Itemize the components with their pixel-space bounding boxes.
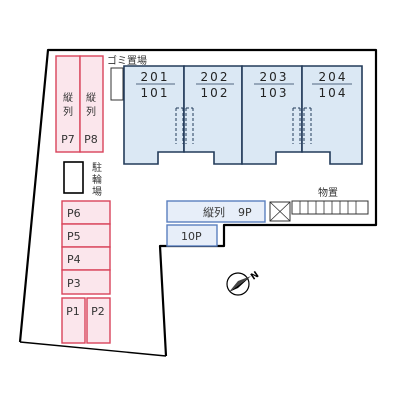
unit-1-upper: 201 [141,70,170,84]
compass-needle-tail [229,276,251,292]
parking-space-p6[interactable]: P6 [61,200,111,225]
unit-4-upper: 204 [319,70,348,84]
trash-area-label: ゴミ置場 [107,54,147,67]
parking-p7-tate1: 縦 [63,91,73,104]
unit-204-104[interactable]: 204 104 [301,65,363,165]
bike-parking: 駐 輪 場 [63,161,102,198]
unit-3-lower: 103 [260,86,289,100]
compass-icon: N [226,270,261,296]
parking-p8-rect [79,55,104,153]
storage-label: 物置 [318,186,338,199]
parking-p2-label: P2 [91,305,105,318]
unit-2-stair [185,107,194,144]
unit-203-103[interactable]: 203 103 [241,65,303,165]
parking-p7-label: P7 [61,133,75,146]
parking-space-p1[interactable]: P1 [61,297,86,344]
unit-201-101[interactable]: 201 101 [123,65,185,165]
unit-1-stair [175,107,184,144]
bike-rack-icon [63,161,84,194]
parking-9p-label: 9P [238,206,252,219]
parking-stack: P6 P5 P4 P3 [61,200,111,295]
parking-space-p5[interactable]: P5 [61,223,111,248]
bike-parking-char1: 駐 [92,161,102,174]
parking-p8-label: P8 [84,133,98,146]
parking-9p-tate: 縦列 [203,205,225,219]
unit-1-lower: 101 [141,86,170,100]
parking-p8-tate2: 列 [86,105,96,118]
bike-parking-char3: 場 [92,185,102,198]
parking-p3-rect [61,269,111,295]
parking-p4-label: P4 [67,253,81,266]
parking-space-10p[interactable]: 10P [166,224,218,247]
parking-p5-label: P5 [67,230,81,243]
street-edge [19,341,167,357]
unit-4-lower: 104 [319,86,348,100]
parking-space-9p[interactable]: 縦列 9P [166,200,266,223]
unit-3-upper: 203 [260,70,289,84]
parking-p1-rect [61,297,86,344]
parking-space-p3[interactable]: P3 [61,269,111,295]
unit-2-upper: 202 [201,70,230,84]
parking-10p-rect [166,224,218,247]
parking-9p-rect [166,200,266,223]
unit-2-lower: 102 [201,86,230,100]
trash-area [110,67,124,101]
parking-space-p8[interactable]: 縦 列 P8 [79,55,104,153]
compass-north-label: N [249,270,261,283]
unit-4-stair [303,107,312,144]
storage-shed-x2 [269,201,291,222]
parking-p7-tate2: 列 [63,105,73,118]
storage-shed: 物置 [269,186,369,222]
parking-p6-label: P6 [67,207,81,220]
bike-parking-char2: 輪 [92,173,102,186]
unit-3-stair [292,107,301,144]
parking-space-p2[interactable]: P2 [86,297,111,344]
storage-rack [291,200,369,215]
unit-4-outline [301,65,363,165]
parking-p8-tate1: 縦 [86,91,96,104]
parking-10p-label: 10P [181,230,202,243]
parking-space-p4[interactable]: P4 [61,246,111,271]
building: 201 101 202 102 203 103 204 104 [123,65,363,165]
unit-202-102[interactable]: 202 102 [183,65,243,165]
parking-p2-rect [86,297,111,344]
parking-p1-label: P1 [66,305,80,318]
parking-space-p7[interactable]: 縦 列 P7 [55,55,81,153]
parking-p3-label: P3 [67,277,81,290]
storage-rack-slots [299,201,357,214]
